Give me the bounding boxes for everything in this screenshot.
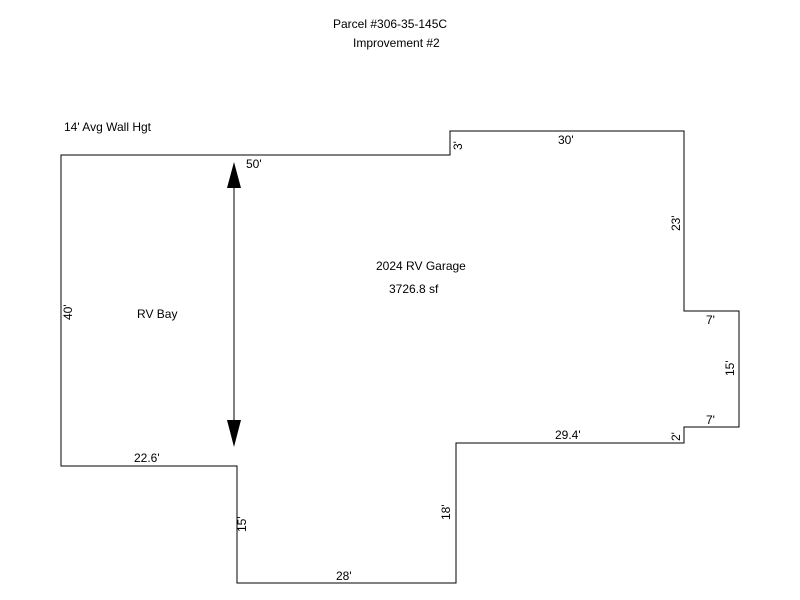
dim-notch-side: 15' [723,360,737,376]
parcel-number: Parcel #306-35-145C [333,17,447,31]
arrow-up-icon [227,162,241,188]
dim-step-top: 3' [451,141,465,150]
dim-top-right: 30' [558,133,574,147]
building-name: 2024 RV Garage [376,259,466,273]
dim-inner-vertical: 18' [439,504,453,520]
wall-height-note: 14' Avg Wall Hgt [64,120,152,134]
dim-left: 40' [61,304,75,320]
dim-notch-top: 7' [706,313,715,327]
dim-top-left: 50' [246,157,262,171]
building-outline [60,130,740,584]
improvement-number: Improvement #2 [353,36,440,50]
dim-lower-left-vertical: 15' [235,516,249,532]
dim-lower-right: 29.4' [555,428,581,442]
arrow-down-icon [227,420,241,447]
building-area: 3726.8 sf [389,282,439,296]
dim-lower-left: 22.6' [134,451,160,465]
dim-notch-step: 2' [669,432,683,441]
dim-bottom: 28' [336,569,352,583]
dimension-arrow [227,162,241,447]
room-label-rv-bay: RV Bay [137,307,177,321]
dim-right-upper: 23' [669,215,683,231]
dim-notch-bottom: 7' [706,413,715,427]
